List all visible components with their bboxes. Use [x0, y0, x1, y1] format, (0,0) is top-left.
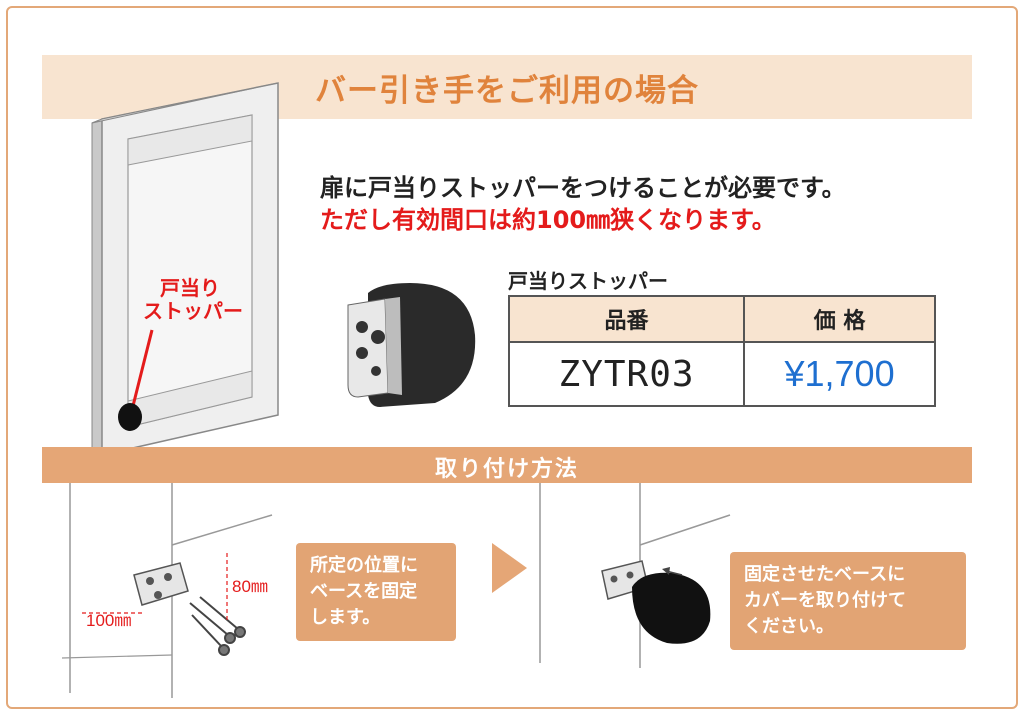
step1-line1: 所定の位置に	[310, 555, 418, 576]
step1-callout: 所定の位置に ベースを固定 します。	[296, 543, 456, 641]
door-label-line2: ストッパー	[143, 299, 243, 323]
dimension-vertical: 80㎜	[232, 577, 268, 596]
col-price-header: 価 格	[743, 295, 936, 343]
install-banner: 取り付け方法	[42, 447, 972, 483]
step2-line2: カバーを取り付けて	[744, 590, 906, 611]
product-code: ZYTR03	[507, 341, 746, 407]
dimension-horizontal: 100㎜	[86, 611, 132, 630]
step2-callout: 固定させたベースに カバーを取り付けて ください。	[730, 552, 966, 650]
screw-group	[189, 596, 246, 656]
step2-line1: 固定させたベースに	[744, 564, 906, 585]
install-title: 取り付け方法	[434, 457, 579, 482]
step2-line3: ください。	[744, 616, 834, 637]
stopper-product-image	[347, 283, 476, 407]
product-caption: 戸当りストッパー	[508, 269, 668, 293]
page-frame	[6, 6, 1018, 709]
step-arrow	[492, 543, 527, 593]
col-code-header: 品番	[507, 295, 746, 343]
screw-hole-2	[371, 330, 385, 344]
stopper-cover	[632, 572, 711, 644]
screw-hole-1	[356, 321, 368, 333]
base-bracket	[133, 562, 189, 606]
notice-line-2: ただし有効間口は約100㎜狭くなります。	[320, 206, 776, 234]
product-table-row: ZYTR03 ¥1,700	[507, 341, 936, 407]
stopper-marker	[118, 403, 142, 431]
door-label-line1: 戸当り	[160, 276, 220, 300]
door-illustration	[91, 82, 279, 456]
install-illustration	[61, 483, 731, 698]
screw-hole-4	[371, 366, 381, 376]
page-title: バー引き手をご利用の場合	[315, 73, 699, 109]
step1-line3: します。	[310, 607, 381, 628]
screw-hole-3	[356, 347, 368, 359]
product-table-header: 品番 価 格	[507, 295, 936, 343]
step1-line2: ベースを固定	[310, 581, 418, 602]
product-table: 品番 価 格 ZYTR03 ¥1,700	[507, 295, 936, 407]
product-price: ¥1,700	[743, 341, 936, 407]
notice-line-1: 扉に戸当りストッパーをつけることが必要です。	[320, 174, 846, 202]
